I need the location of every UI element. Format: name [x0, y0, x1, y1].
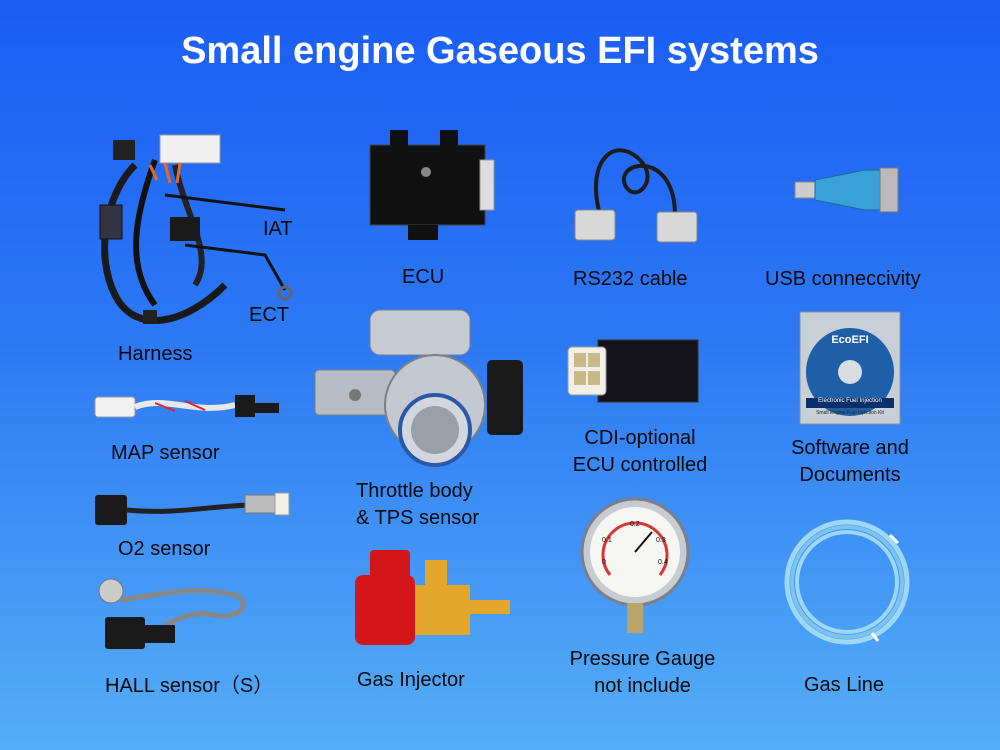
cdi-label-line1: CDI-optional	[584, 427, 696, 449]
cd-brand: EcoEFI	[831, 334, 869, 346]
usb-label: USB conneccivity	[765, 268, 921, 290]
map-sensor-label: MAP sensor	[111, 442, 220, 464]
gas-injector-image	[355, 550, 515, 650]
software-cd-image: EcoEFI Electronic Fuel Injection Small E…	[799, 311, 901, 425]
gauge-tick-3: 0.3	[656, 537, 666, 544]
o2-sensor-label: O2 sensor	[118, 538, 211, 560]
iat-label: IAT	[263, 218, 293, 240]
throttle-body-image	[314, 309, 530, 470]
gas-line-image	[780, 515, 915, 650]
harness-label: Harness	[118, 343, 193, 365]
gauge-tick-4: 0.4	[658, 559, 668, 566]
harness-image	[95, 134, 295, 335]
ecu-label: ECU	[402, 266, 445, 288]
rs232-cable-image	[565, 140, 705, 250]
throttle-body-label: Throttle body	[356, 480, 473, 502]
gas-line-label: Gas Line	[804, 674, 885, 696]
o2-sensor-image	[95, 485, 295, 530]
tps-sensor-label: & TPS sensor	[356, 507, 480, 529]
software-label-line2: Documents	[799, 464, 901, 486]
hall-sensor-label: HALL sensor（S）	[105, 675, 274, 697]
pressure-gauge-label-line2: not include	[594, 675, 691, 697]
gauge-tick-0: 0	[602, 559, 606, 566]
usb-adapter-image	[794, 160, 905, 220]
cd-caption: Electronic Fuel Injection	[818, 398, 882, 404]
page-title: Small engine Gaseous EFI systems	[181, 30, 819, 72]
pressure-gauge-label-line1: Pressure Gauge	[569, 648, 716, 670]
pressure-gauge-image: 0 0.1 0.2 0.3 0.4	[580, 497, 690, 637]
cdi-image	[567, 335, 703, 405]
software-label-line1: Software and	[791, 437, 909, 459]
cdi-label-line2: ECU controlled	[572, 454, 708, 476]
gas-injector-label: Gas Injector	[357, 669, 465, 691]
gauge-tick-1: 0.1	[602, 537, 612, 544]
gauge-tick-2: 0.2	[630, 521, 640, 528]
rs232-label: RS232 cable	[573, 268, 688, 290]
map-sensor-image	[94, 385, 285, 435]
cd-subcaption: Small Engine Fuel Injection Kit	[816, 410, 884, 416]
ect-label: ECT	[249, 304, 289, 326]
ecu-image	[369, 130, 495, 245]
hall-sensor-image	[95, 575, 255, 655]
